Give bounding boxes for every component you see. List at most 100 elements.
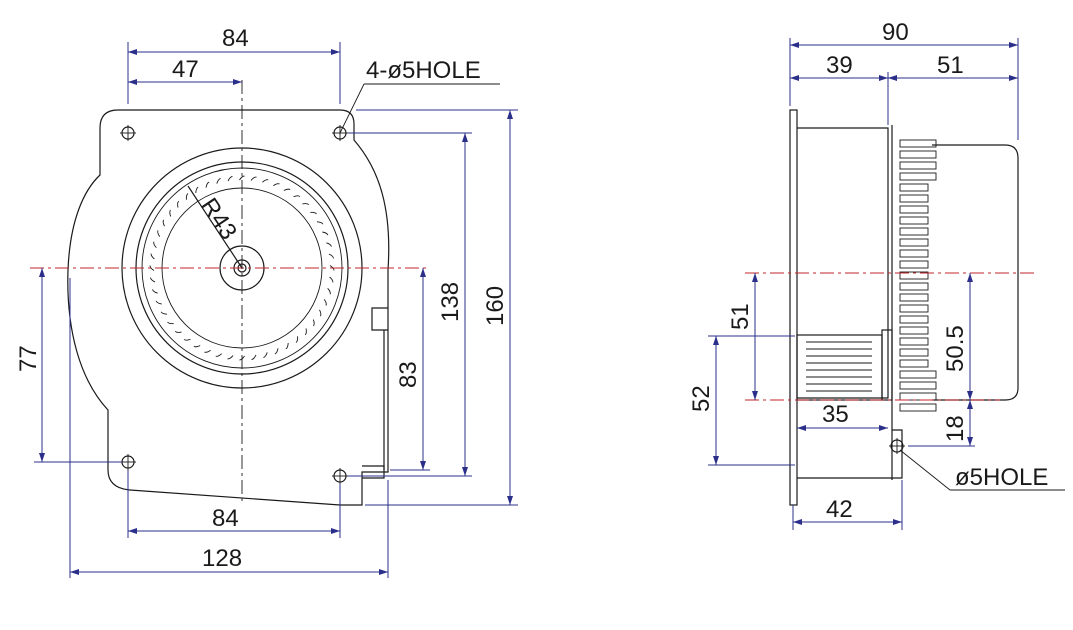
- impeller-blade: [193, 345, 201, 348]
- mount-hole-bottom-left: [120, 454, 136, 470]
- motor-fin: [899, 293, 929, 302]
- impeller-blade: [304, 328, 307, 336]
- dim-outlet-width-label: 35: [822, 401, 849, 428]
- side-flange-plate: [789, 109, 798, 506]
- side-outlet-frame: [881, 329, 893, 401]
- radius-leader: [187, 185, 243, 269]
- impeller-blade: [274, 348, 279, 355]
- dim-outlet-height-label: 83: [395, 361, 422, 388]
- side-view: 90 39 51 51 52 50.5: [688, 19, 1065, 530]
- dim-motor-offset-label: 18: [942, 415, 969, 442]
- side-mount-hole: [889, 438, 905, 454]
- front-view: R43 84: [15, 25, 518, 578]
- impeller-blade: [322, 231, 329, 236]
- dim-hole-offset: [128, 79, 242, 85]
- impeller-blade: [204, 349, 211, 353]
- dim-motor-center-label: 50.5: [942, 325, 969, 372]
- side-bottom-bracket: [797, 429, 903, 479]
- motor-fin: [899, 249, 929, 258]
- impeller-blade: [302, 203, 310, 206]
- motor-fin: [899, 183, 929, 192]
- blower-housing-outline: [67, 109, 390, 506]
- dim-hole-spacing-v-label: 138: [437, 282, 464, 322]
- dim-height-center-label: 77: [15, 345, 42, 372]
- dim-outlet-width: [797, 425, 888, 431]
- impeller-blade: [316, 221, 324, 225]
- dim-bottom-width: [127, 470, 341, 538]
- motor-fin: [899, 227, 929, 236]
- motor-cooling-fins: [899, 139, 937, 412]
- dim-depth-b-label: 51: [937, 52, 964, 79]
- motor-fin: [899, 194, 929, 203]
- side-outlet-duct: [796, 334, 883, 401]
- dim-flange-width: [792, 480, 903, 530]
- dim-total-width: [69, 278, 389, 578]
- dim-height-center: [34, 268, 122, 463]
- dim-total-depth-label: 90: [882, 19, 909, 46]
- motor-fin: [899, 282, 929, 291]
- side-housing-body: [797, 127, 889, 399]
- mount-hole-top-left: [120, 125, 136, 141]
- impeller-blade: [327, 288, 331, 295]
- outlet-flange: [371, 307, 388, 331]
- dim-top-width: [127, 42, 341, 104]
- motor-fin: [899, 337, 929, 346]
- impeller-blade: [263, 352, 268, 358]
- impeller-blade: [216, 178, 221, 184]
- motor-fin: [899, 238, 929, 247]
- impeller-blade: [167, 321, 174, 325]
- impeller-blade: [150, 277, 156, 283]
- motor-fin: [899, 348, 929, 357]
- dim-outlet-h: [708, 335, 795, 466]
- dim-total-width-label: 128: [202, 545, 242, 572]
- impeller-blade: [239, 175, 245, 181]
- impeller-blade: [169, 209, 172, 217]
- motor-fin: [899, 139, 937, 148]
- impeller-blade: [323, 299, 327, 306]
- hole-note-leader: [339, 83, 365, 134]
- impeller-blades: [149, 175, 335, 361]
- impeller-blade: [174, 330, 182, 333]
- side-hole-note-label: ø5HOLE: [955, 464, 1048, 491]
- impeller-blade: [319, 309, 322, 317]
- motor-fin: [899, 172, 937, 181]
- impeller-blade: [195, 186, 199, 194]
- outlet-louvers: [806, 341, 872, 392]
- impeller-blade: [326, 242, 332, 247]
- dim-outlet-h-label: 52: [688, 385, 715, 412]
- dim-top-width-label: 84: [222, 25, 249, 52]
- dim-total-height-label: 160: [482, 286, 509, 326]
- outlet-bottom-tab: [362, 465, 385, 479]
- dim-flange-width-label: 42: [826, 496, 853, 523]
- dim-motor-offset: [908, 400, 975, 447]
- impeller-blade: [185, 193, 189, 200]
- motor-fin: [899, 403, 937, 412]
- impeller-blade: [177, 200, 180, 208]
- impeller-blade: [155, 300, 162, 305]
- radius-label: R43: [195, 193, 242, 245]
- impeller-blade: [283, 188, 291, 191]
- dim-motor-center: [967, 273, 973, 400]
- motor-fin: [899, 304, 929, 313]
- dim-hole-spacing-v: [348, 132, 472, 477]
- motor-fin: [899, 161, 937, 170]
- dim-outlet-height: [390, 268, 430, 471]
- dim-depth-split: [790, 72, 1018, 125]
- impeller-blade: [312, 319, 315, 327]
- impeller-blade: [310, 211, 317, 215]
- motor-fin: [899, 260, 929, 269]
- dim-outlet-v-label: 51: [727, 303, 754, 330]
- motor-fin: [899, 370, 937, 379]
- motor-fin: [899, 315, 929, 324]
- impeller-blade: [328, 253, 334, 259]
- impeller-blade: [157, 230, 161, 237]
- impeller-blade: [160, 311, 168, 315]
- impeller-blade: [227, 355, 234, 360]
- motor-fin: [899, 326, 929, 335]
- motor-fin: [899, 205, 929, 214]
- impeller-blade: [293, 195, 301, 198]
- mount-hole-bottom-right: [332, 468, 348, 484]
- impeller-blade: [329, 276, 334, 283]
- motor-fin: [899, 381, 937, 390]
- impeller-blade: [162, 219, 165, 227]
